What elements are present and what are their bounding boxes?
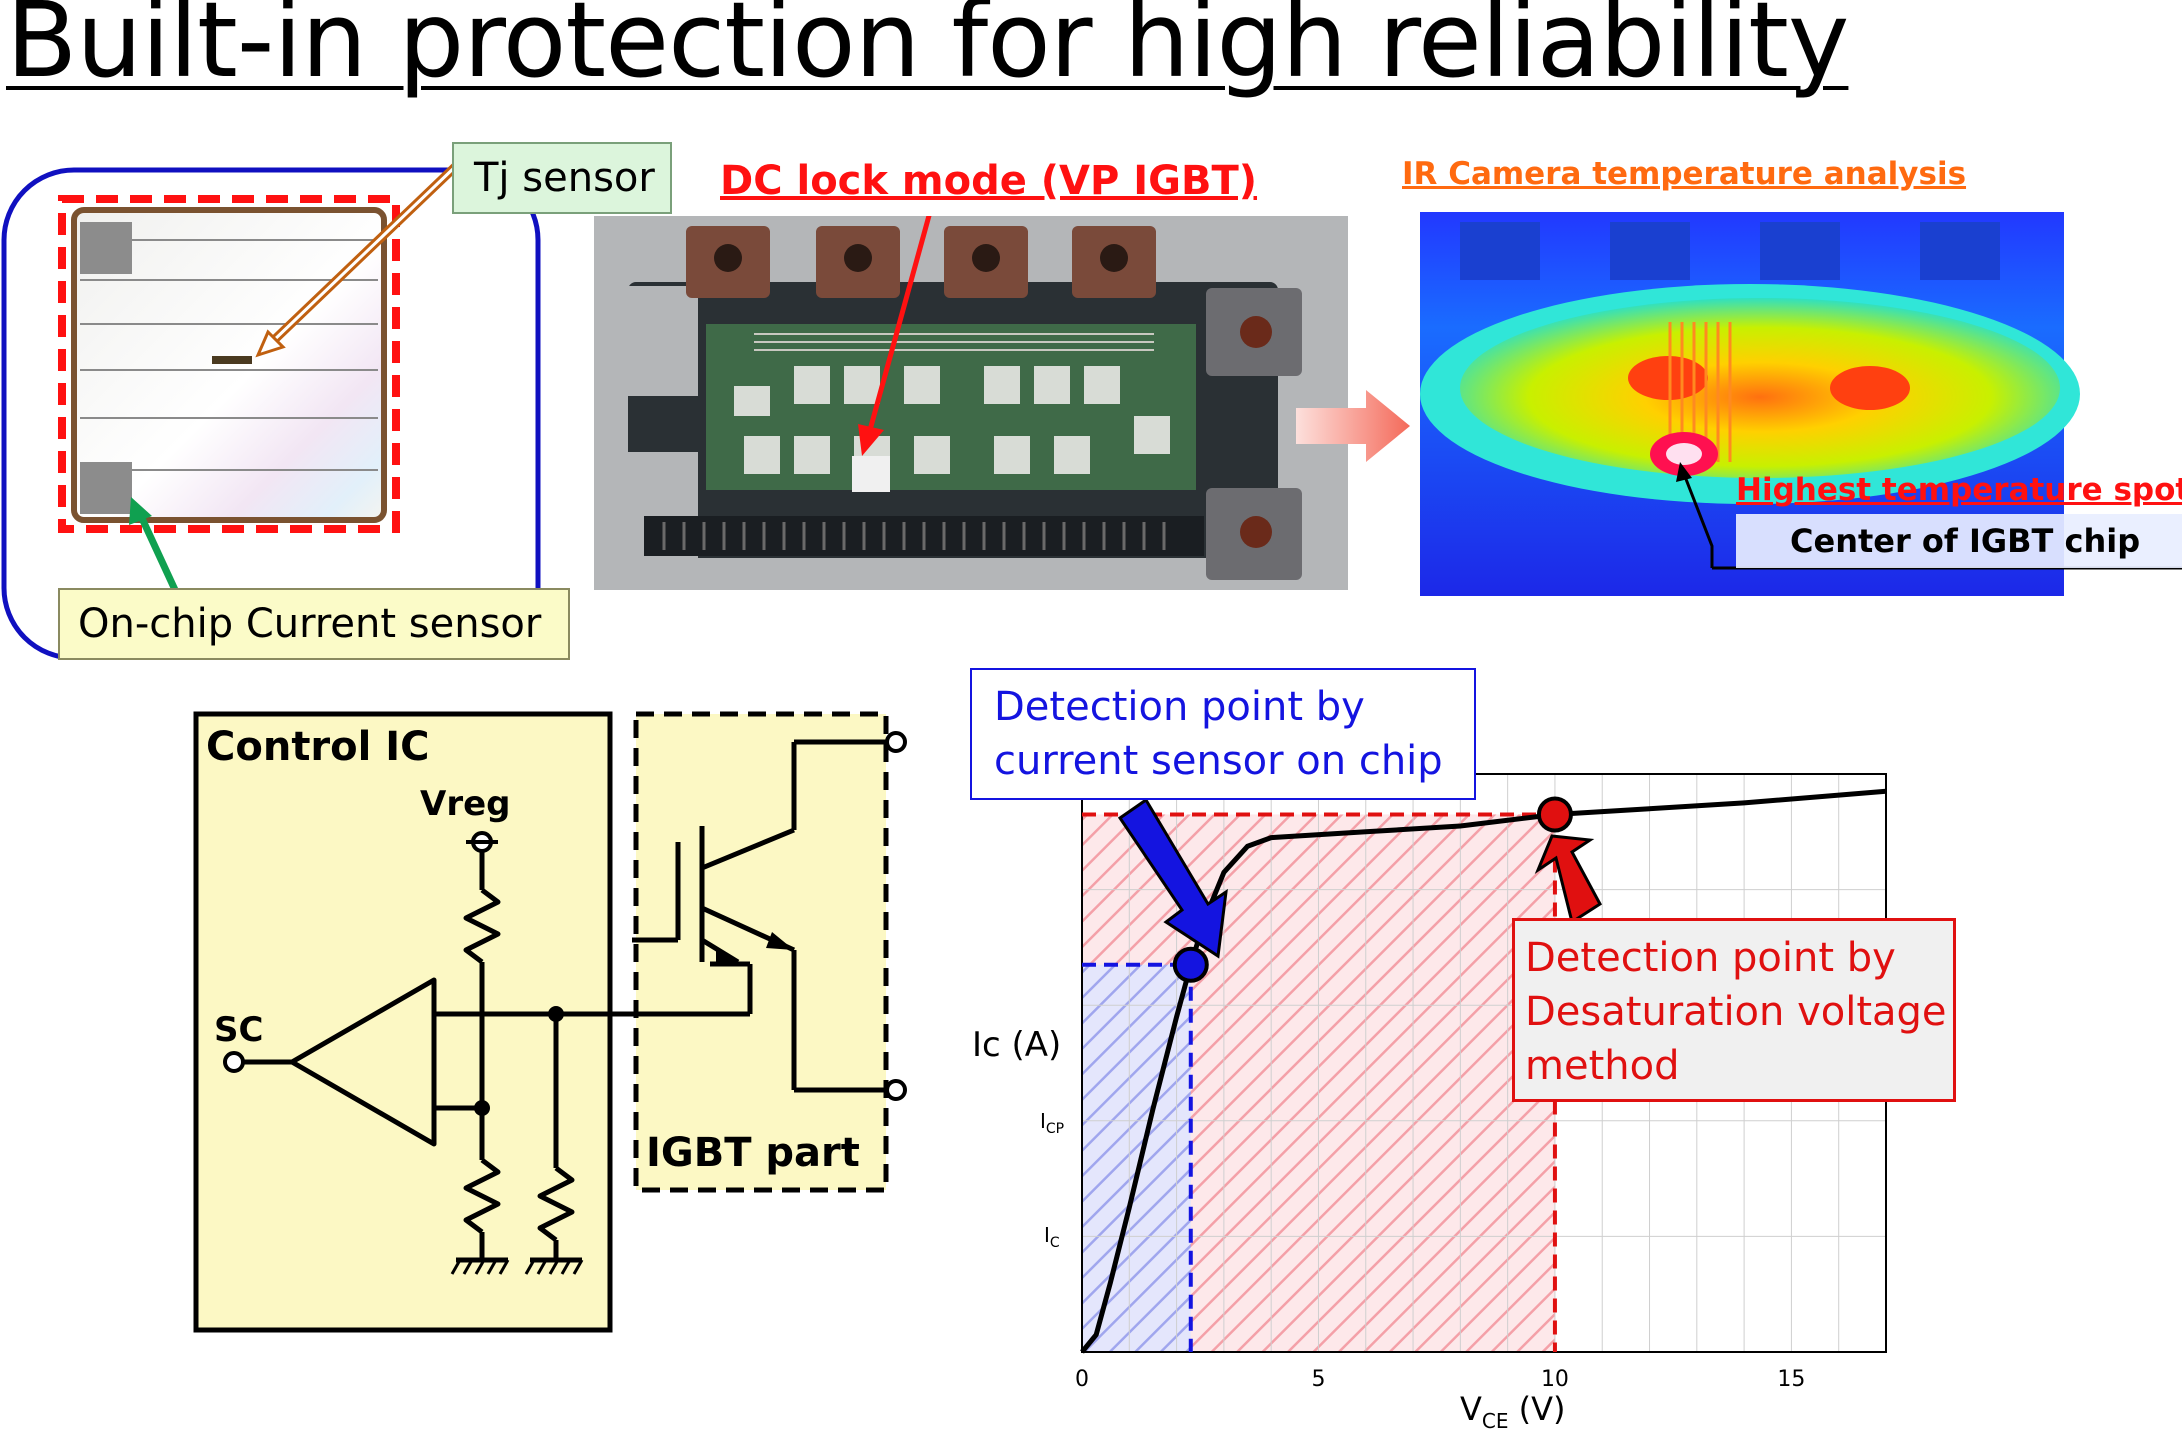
ic-vce-chart: 0 5 10 15 Ic (A) ICP IC VCE (V) (972, 773, 1887, 1432)
control-ic-label: Control IC (206, 724, 430, 770)
collector-terminal (885, 731, 907, 753)
module-pointer-arrowhead (858, 424, 884, 456)
x-tick-15: 15 (1777, 1367, 1805, 1392)
y-tick-ic: IC (1044, 1223, 1060, 1251)
desat-callout-line2: Desaturation voltage (1525, 989, 1947, 1035)
sense-pad (80, 462, 132, 514)
x-axis-label: VCE (V) (1460, 1390, 1566, 1432)
module-caption: DC lock mode (VP IGBT) (720, 158, 1258, 204)
emitter-terminal (885, 1079, 907, 1101)
desat-callout-line3: method (1525, 1043, 1680, 1089)
ic-vce-curve (1080, 788, 1887, 1354)
module-pcb (706, 324, 1196, 490)
hotspot-sublabel: Center of IGBT chip (1790, 522, 2141, 560)
sc-label: SC (214, 1010, 264, 1050)
desat-detection-point (1536, 796, 1573, 833)
current-sensor-detection-callout: Detection point by current sensor on chi… (970, 668, 1476, 800)
sc-terminal (223, 1051, 245, 1073)
hotspot-arrowhead (1676, 462, 1692, 482)
x-tick-labels: 0 5 10 15 (1075, 1367, 1805, 1392)
page-title: Built-in protection for high reliability (6, 0, 1849, 101)
vreg-label: Vreg (420, 784, 511, 824)
ir-caption: IR Camera temperature analysis (1402, 156, 1967, 192)
gate-pad (80, 222, 132, 274)
current-sensor-callout-line1: Detection point by (994, 684, 1365, 730)
x-tick-10: 10 (1541, 1367, 1569, 1392)
desat-arrow (1534, 834, 1602, 925)
detection-points (1172, 796, 1573, 983)
current-sensor-callout-line2: current sensor on chip (994, 738, 1443, 784)
current-sensor-detection-point (1172, 946, 1209, 983)
tj-sensor-element (212, 356, 252, 364)
current-sensor-callout: On-chip Current sensor (58, 588, 570, 660)
chip-photo-panel (1, 162, 541, 660)
igbt-module-photo (594, 216, 1348, 590)
x-tick-5: 5 (1311, 1367, 1325, 1392)
tj-sensor-arrowhead (255, 329, 286, 358)
desat-callout-line1: Detection point by (1525, 935, 1896, 981)
igbt-part-box (633, 711, 889, 1193)
igbt-part-label: IGBT part (646, 1130, 860, 1176)
chip-die (71, 207, 387, 523)
current-sensor-arrow (1117, 797, 1228, 959)
ir-thermal-image (1420, 212, 2182, 596)
desat-detection-callout: Detection point by Desaturation voltage … (1512, 918, 1956, 1102)
y-axis-label: Ic (A) (972, 1025, 1061, 1065)
tj-sensor-callout: Tj sensor (452, 142, 672, 214)
right-arrow-icon (1296, 390, 1410, 462)
y-tick-icp: ICP (1040, 1109, 1064, 1137)
protection-circuit-diagram (193, 711, 907, 1333)
x-tick-0: 0 (1075, 1367, 1089, 1392)
current-sensor-arrowhead (129, 497, 152, 525)
hotspot-label: Highest temperature spot (1736, 472, 2182, 508)
